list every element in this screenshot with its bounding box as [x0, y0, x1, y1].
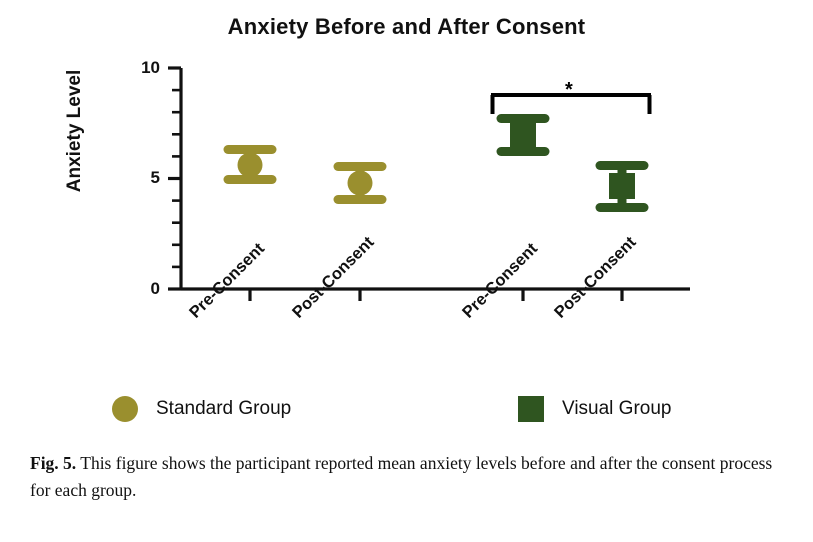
y-axis-major-ticks [168, 66, 181, 291]
y-tick-label-0: 0 [150, 279, 160, 298]
y-tick-label-10: 10 [141, 58, 160, 77]
legend-entry-standard-group: Standard Group [112, 396, 291, 422]
x-axis-ticks [248, 289, 624, 301]
legend-circle-marker-icon [112, 396, 138, 422]
data-point-standard-pre [223, 145, 277, 184]
significance-asterisk: * [565, 79, 573, 101]
chart-legend: Standard Group Visual Group [0, 392, 813, 432]
figure-caption: Fig. 5. This figure shows the participan… [30, 450, 790, 504]
legend-label-standard-group: Standard Group [156, 398, 292, 419]
legend-square-marker-icon [518, 396, 544, 422]
significance-bracket [490, 93, 652, 114]
legend-entry-visual-group: Visual Group [518, 396, 672, 422]
data-point-visual-pre [496, 114, 550, 156]
chart-title: Anxiety Before and After Consent [227, 14, 586, 39]
y-tick-label-5: 5 [150, 168, 160, 187]
plot-area [168, 66, 690, 301]
figure-caption-text: This figure shows the participant report… [30, 453, 773, 501]
legend-label-visual-group: Visual Group [562, 398, 672, 419]
y-axis-minor-ticks [172, 88, 181, 269]
figure-caption-label: Fig. 5. [30, 453, 77, 473]
data-point-standard-post [333, 162, 387, 204]
data-point-visual-post [595, 161, 649, 212]
